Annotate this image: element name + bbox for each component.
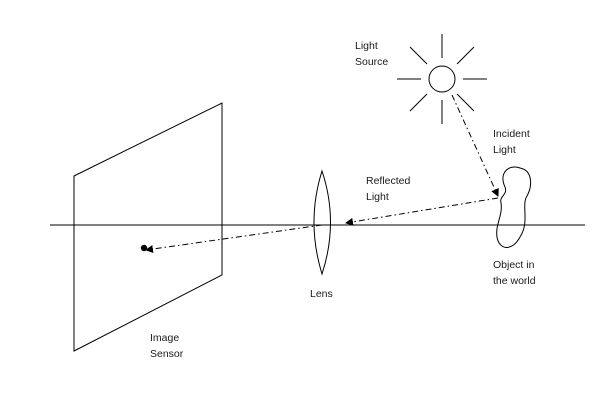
reflected-light-label: Reflected Light (366, 173, 410, 205)
image-point (140, 244, 148, 252)
light-source-label-line2: Source (355, 56, 389, 68)
image-sensor-label-line1: Image (150, 332, 180, 344)
image-sensor-plane (73, 102, 223, 352)
object-blob (496, 166, 532, 248)
image-ray (145, 224, 323, 253)
reflected-light-label-line2: Light (366, 191, 389, 203)
object-label: Object in the world (493, 257, 536, 289)
lens-label: Lens (310, 286, 333, 302)
lens-shape (313, 169, 331, 276)
image-sensor-label-line2: Sensor (150, 348, 184, 360)
object-label-line1: Object in (493, 259, 535, 271)
object-label-line2: the world (493, 275, 536, 287)
incident-light-ray (451, 94, 499, 197)
incident-light-label-line1: Incident (493, 128, 530, 140)
light-source-label: Light Source (355, 38, 388, 70)
lens-label-text: Lens (310, 288, 333, 300)
incident-light-label: Incident Light (493, 126, 530, 158)
sun-icon (397, 34, 487, 124)
image-sensor-label: Image Sensor (150, 330, 183, 362)
incident-light-label-line2: Light (493, 144, 516, 156)
light-source-label-line1: Light (355, 40, 378, 52)
reflected-light-ray (345, 197, 499, 226)
reflected-light-label-line1: Reflected (366, 175, 411, 187)
